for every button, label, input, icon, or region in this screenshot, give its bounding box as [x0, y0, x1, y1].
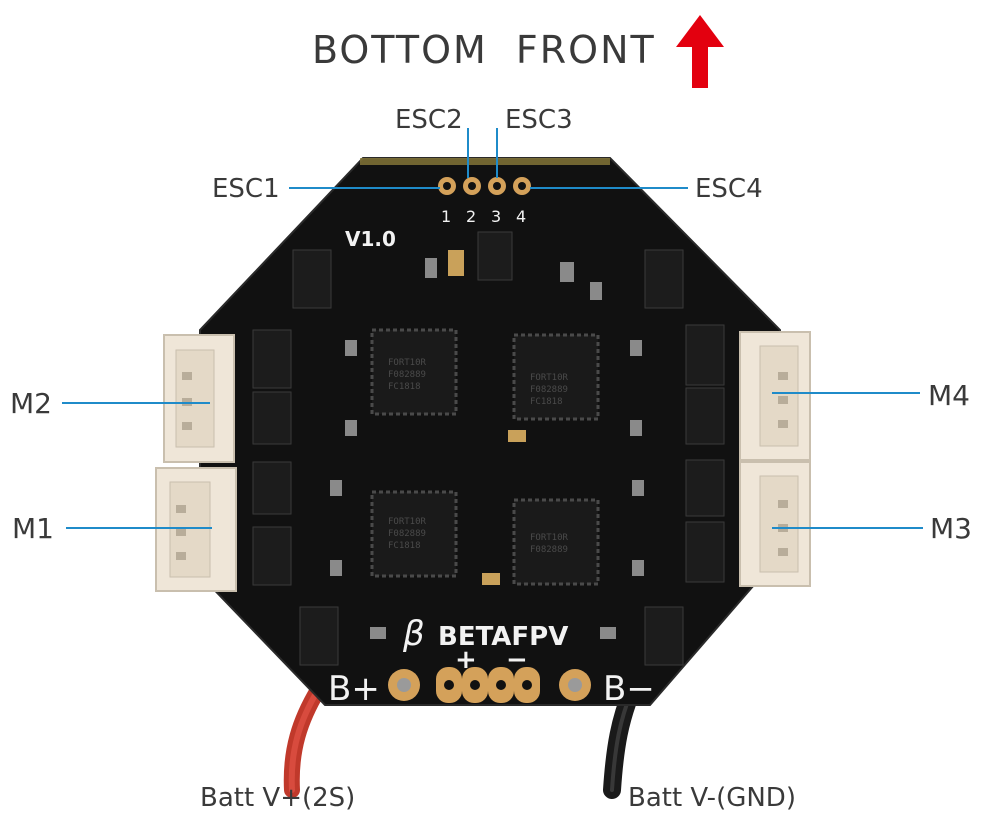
esc2-label: ESC2 — [395, 105, 463, 135]
pad-number-1: 1 — [441, 207, 451, 226]
battery-pads — [388, 667, 591, 703]
m2-label: M2 — [10, 387, 52, 420]
svg-text:FORT10R: FORT10R — [530, 533, 569, 543]
svg-text:FORT10R: FORT10R — [388, 517, 427, 527]
page-title: BOTTOM FRONT — [312, 28, 656, 72]
svg-text:FC1818: FC1818 — [388, 541, 421, 551]
mcu-chip: FORT10R F082889 FC1818 — [370, 490, 458, 578]
mcu-chip: FORT10R F082889 FC1818 — [512, 333, 600, 421]
b-minus-label: B− — [603, 669, 655, 709]
svg-text:FC1818: FC1818 — [530, 397, 563, 407]
svg-text:FORT10R: FORT10R — [530, 373, 569, 383]
passive-components — [330, 250, 644, 639]
m1-label: M1 — [12, 512, 54, 545]
svg-text:FORT10R: FORT10R — [388, 358, 427, 368]
svg-text:F082889: F082889 — [388, 370, 426, 380]
esc-signal-pads — [438, 177, 531, 195]
pad-number-3: 3 — [491, 207, 501, 226]
svg-text:FC1818: FC1818 — [388, 382, 421, 392]
svg-text:F082889: F082889 — [530, 545, 568, 555]
m4-label: M4 — [928, 379, 970, 412]
m3-label: M3 — [930, 512, 972, 545]
mcu-chip: FORT10R F082889 FC1818 — [370, 328, 458, 416]
motor-connector-m1 — [155, 467, 237, 592]
motor-connector-m2 — [163, 334, 235, 463]
esc1-label: ESC1 — [212, 174, 280, 204]
esc4-label: ESC4 — [695, 174, 763, 204]
esc3-label: ESC3 — [505, 105, 573, 135]
board-version: V1.0 — [345, 227, 396, 251]
leader-lines — [62, 128, 923, 529]
pad-minus-label: − — [506, 645, 528, 675]
mosfet-group — [252, 231, 725, 666]
pad-number-4: 4 — [516, 207, 526, 226]
svg-text:F082889: F082889 — [388, 529, 426, 539]
b-plus-label: B+ — [328, 669, 380, 709]
motor-connector-m3 — [739, 461, 811, 587]
batt-positive-label: Batt V+(2S) — [200, 783, 355, 813]
motor-connector-m4 — [739, 331, 811, 461]
batt-negative-label: Batt V-(GND) — [628, 783, 796, 813]
board-brand: BETAFPV — [438, 622, 568, 652]
pad-plus-label: + — [455, 645, 477, 675]
svg-text:F082889: F082889 — [530, 385, 568, 395]
up-arrow-icon — [676, 15, 724, 88]
pad-number-2: 2 — [466, 207, 476, 226]
battery-positive-wire — [283, 682, 326, 798]
mcu-chip: FORT10R F082889 — [512, 498, 600, 586]
brand-logo: β — [402, 614, 425, 654]
